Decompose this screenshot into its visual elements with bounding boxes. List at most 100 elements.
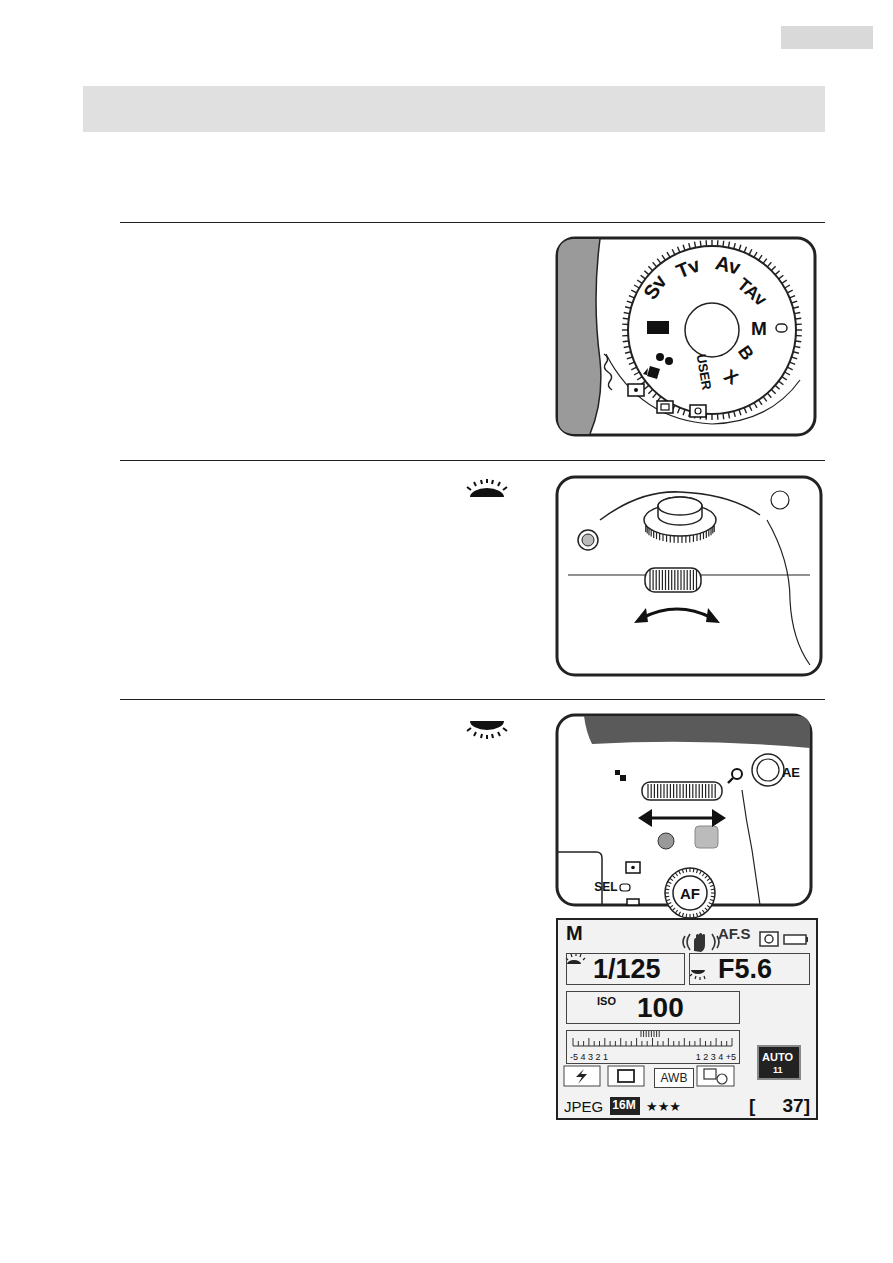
button-label: AE <box>782 766 800 779</box>
dial-knurling <box>683 410 685 416</box>
dial-knurling <box>795 318 801 320</box>
front-dial-icon-shape <box>492 480 493 484</box>
front-dial-knurling <box>693 570 694 590</box>
button-label: SEL <box>594 881 617 893</box>
dial-knurling <box>622 323 628 325</box>
front-dial-knurling <box>671 570 672 590</box>
dial-knurling <box>759 400 762 405</box>
lcd-screen-graphics-shape <box>576 1069 587 1084</box>
lcd-screen-graphics-shape <box>691 970 705 974</box>
mode-dial-figure-shape <box>643 368 648 375</box>
rear-dial-figure-shape <box>695 826 718 848</box>
rear-dial-knurling <box>708 784 709 798</box>
af-ring-knurling <box>675 910 677 913</box>
dial-knurling <box>711 414 712 420</box>
rear-dial-figure-shape <box>626 862 640 873</box>
front-dial-icon-shape <box>467 487 471 490</box>
rear-dial-knurling <box>673 784 674 798</box>
front-dial-knurling <box>677 570 678 590</box>
dial-mode-label: X <box>721 366 741 388</box>
front-dial-icon-shape <box>481 480 482 484</box>
exposure-scale-ticks <box>689 1041 690 1046</box>
rear-dial-knurling <box>683 784 684 798</box>
front-dial-icon-shape <box>474 482 476 486</box>
dial-knurling <box>796 323 802 325</box>
rear-dial-figure-shape <box>665 868 715 918</box>
af-ring-knurling <box>679 912 681 916</box>
af-ring-knurling <box>702 873 704 876</box>
exposure-scale-ticks <box>652 1038 653 1046</box>
af-ring-knurling <box>665 892 669 893</box>
dial-knurling <box>787 367 792 370</box>
rear-dial-figure-shape <box>638 809 652 827</box>
dial-mode-label: B <box>735 343 757 364</box>
front-dial-knurling <box>665 570 666 590</box>
exposure-scale-ticks <box>656 1031 657 1037</box>
af-ring-knurling <box>700 871 702 875</box>
exposure-scale-ticks <box>679 1041 680 1046</box>
exposure-scale-ticks <box>716 1038 717 1046</box>
dial-knurling <box>644 271 649 275</box>
dial-knurling <box>653 262 657 267</box>
dial-knurling <box>637 377 642 380</box>
exposure-scale-ticks <box>604 1038 605 1046</box>
rear-dial-figure-shape <box>658 833 674 849</box>
rear-dial-knurling <box>676 784 677 798</box>
af-ring-knurling <box>696 869 697 873</box>
af-ring-knurling <box>700 912 702 916</box>
wb-text: AWB <box>661 1072 688 1084</box>
rear-dial-knurling <box>647 784 648 798</box>
exposure-scale-ticks <box>594 1041 595 1046</box>
front-dial-knurling <box>652 570 653 590</box>
shutter-ring-knurling <box>693 535 694 542</box>
dial-knurling <box>728 412 729 418</box>
rear-dial-knurling <box>689 784 690 798</box>
front-dial-knurling <box>696 570 697 590</box>
exposure-scale-ticks <box>643 1031 644 1037</box>
rear-dial-knurling <box>670 784 671 798</box>
dial-mode-label: TAv <box>734 275 770 309</box>
lcd-screen-graphics-shape <box>690 974 705 980</box>
dial-knurling <box>634 372 639 375</box>
af-ring-knurling <box>665 889 669 891</box>
rear-dial-knurling <box>651 784 652 798</box>
lcd-screen-graphics-shape <box>618 1070 634 1082</box>
af-ring-knurling <box>711 892 715 893</box>
dial-knurling <box>629 362 635 364</box>
dial-knurling <box>744 247 746 253</box>
exposure-scale-ticks <box>654 1031 655 1037</box>
dial-knurling <box>775 385 780 389</box>
exposure-scale-ticks <box>705 1041 706 1046</box>
dial-knurling <box>657 259 661 264</box>
auto-number: 11 <box>773 1066 783 1075</box>
dial-knurling <box>624 346 630 347</box>
dial-mode-label: Sv <box>640 271 670 303</box>
af-ring-knurling <box>666 899 670 900</box>
front-dial-figure-shape <box>771 491 789 509</box>
rear-dial-figure-shape <box>627 899 639 905</box>
dial-knurling <box>717 414 719 420</box>
shutter-ring-knurling <box>712 527 713 534</box>
quality-stars: ★★★ <box>646 1100 681 1113</box>
front-dial-icon-shape <box>498 482 500 486</box>
dial-knurling <box>622 329 628 330</box>
dial-knurling <box>653 393 657 398</box>
front-dial-knurling <box>656 570 657 590</box>
dial-knurling <box>782 377 787 380</box>
exposure-scale-ticks <box>700 1038 701 1046</box>
af-ring-knurling <box>689 868 690 872</box>
dial-knurling <box>749 405 752 410</box>
dial-knurling <box>796 329 802 330</box>
dial-knurling <box>734 243 736 249</box>
dial-knurling <box>744 408 746 414</box>
lcd-screen-graphics <box>556 918 818 1120</box>
front-dial-figure <box>557 477 821 675</box>
iso-label: ISO <box>597 996 616 1007</box>
rear-dial-figure-shape <box>615 775 620 781</box>
exposure-scale-ticks <box>659 1031 660 1037</box>
shutter-ring-knurling <box>659 533 660 540</box>
front-dial-knurling <box>680 570 681 590</box>
rear-dial-figure-shape <box>646 817 718 820</box>
af-ring-knurling <box>670 878 673 880</box>
button-label: AF <box>680 886 700 901</box>
